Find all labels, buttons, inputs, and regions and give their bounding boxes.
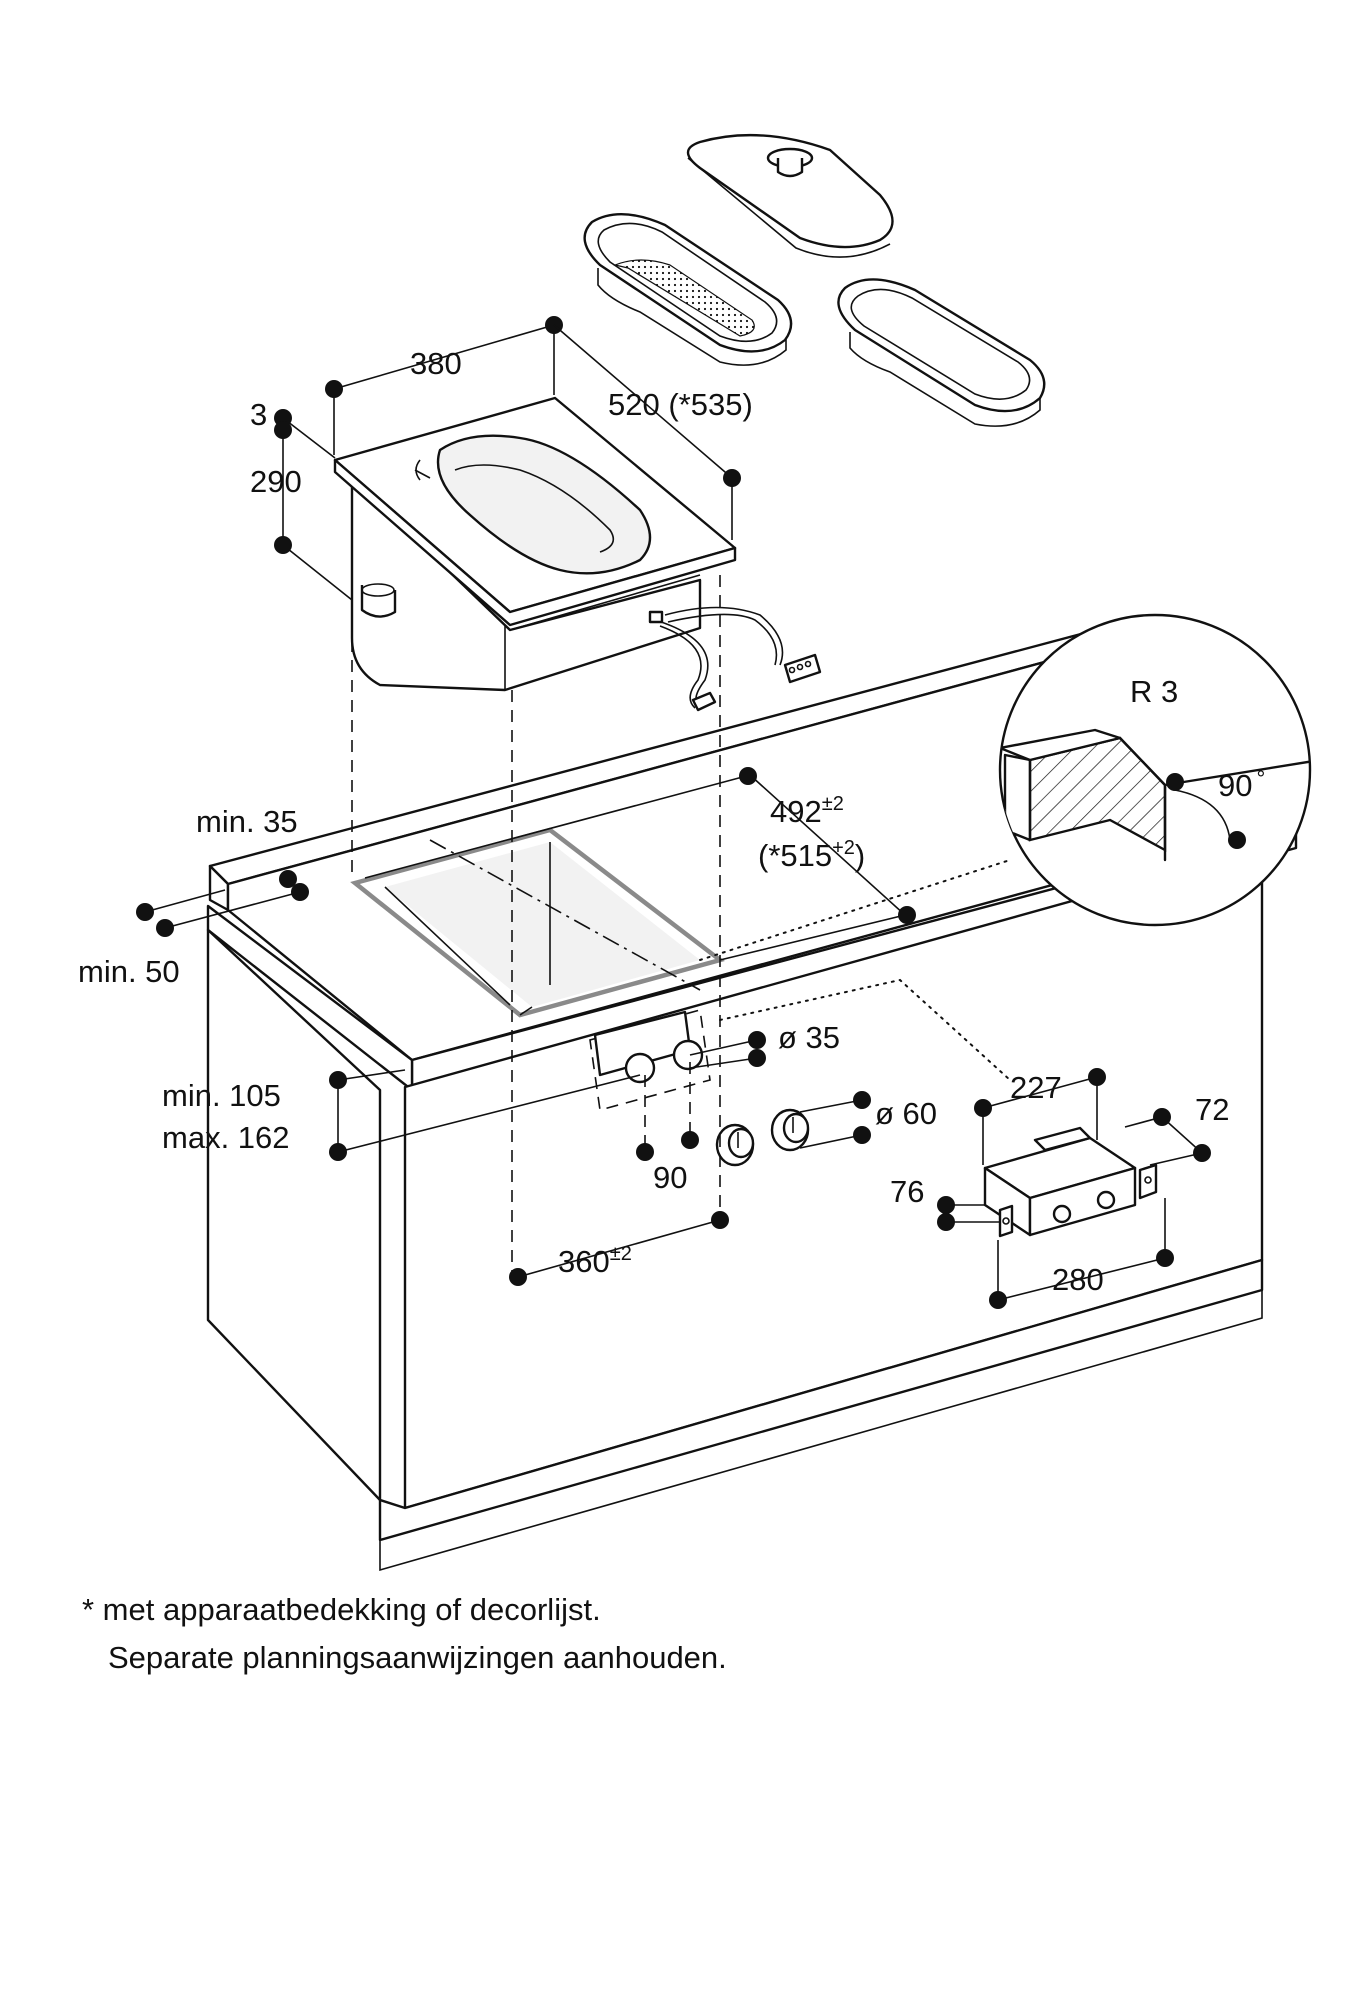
label-dia-60: ø 60 [875,1096,937,1131]
label-520: 520 (*535) [608,387,753,422]
label-280: 280 [1052,1262,1104,1297]
label-290: 290 [250,464,302,499]
gastronorm-pan [837,278,1046,427]
dimension-labels: 380 520 (*535) 3 290 R 3 90° min. 35 492… [78,346,1265,1297]
footnote-line-1: * met apparaatbedekking of decorlijst. [82,1592,601,1627]
lid [686,133,894,258]
label-492: 492±2 [770,793,844,829]
control-box [983,1126,1158,1238]
label-90-spacing: 90 [653,1160,687,1195]
label-3: 3 [250,397,267,432]
label-dia-35: ø 35 [778,1020,840,1055]
label-min-35: min. 35 [196,804,298,839]
label-76: 76 [890,1174,924,1209]
label-227: 227 [1010,1070,1062,1105]
label-min-105: min. 105 [162,1078,281,1113]
dimension-lines [136,316,1246,1309]
label-max-162: max. 162 [162,1120,290,1155]
strainer-insert [583,212,793,366]
label-72: 72 [1195,1092,1229,1127]
control-knobs [715,1108,810,1167]
steamer-unit [333,396,822,712]
label-r3: R 3 [1130,674,1178,709]
detail-r3 [998,613,1312,927]
footnote-line-2: Separate planningsaanwijzingen aanhouden… [108,1640,727,1675]
label-380: 380 [410,346,462,381]
label-360: 360±2 [558,1243,632,1279]
label-515: (*515+2) [758,837,865,873]
label-90-degree: 90° [1218,766,1265,803]
label-min-50: min. 50 [78,954,180,989]
projection-lines [351,575,1011,1280]
